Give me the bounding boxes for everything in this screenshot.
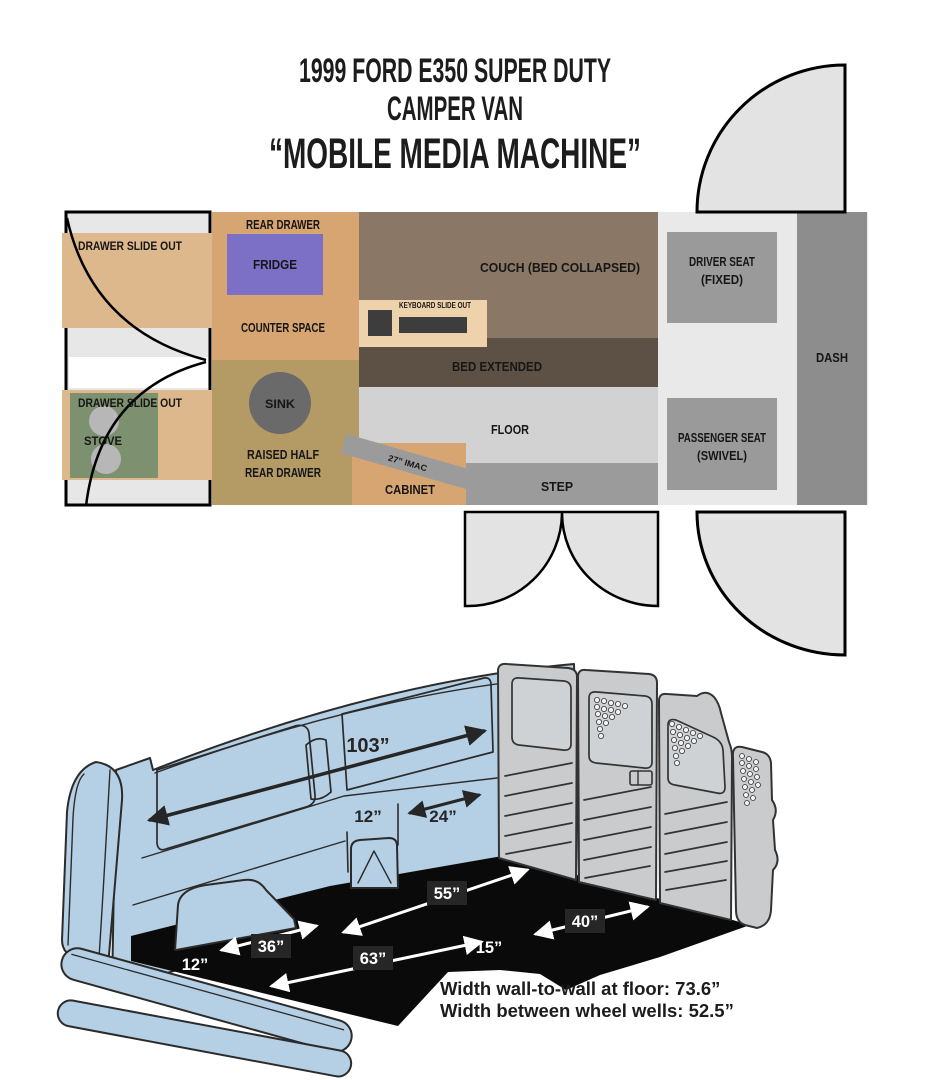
sink	[249, 372, 311, 434]
rear-door-swing-bottom	[84, 360, 207, 507]
panel2-handle	[629, 770, 653, 786]
side-double-door-swing	[463, 510, 660, 608]
dim-36-label: 36”	[258, 938, 285, 956]
bed-extended-label: BED EXTENDED	[452, 359, 542, 374]
panel4-perforations	[739, 753, 761, 806]
panel2-ribs	[583, 786, 652, 879]
fridge	[227, 234, 323, 295]
passenger-door-swing	[695, 510, 847, 657]
stove-burner-1	[89, 406, 119, 436]
panel3-ribs	[664, 801, 728, 891]
driver-seat-label-2: (FIXED)	[701, 273, 743, 287]
sill-rail	[60, 947, 353, 1053]
panel4-body	[731, 745, 779, 929]
rear-pillar-inner-line-1	[67, 773, 85, 946]
dim-55-label: 55”	[434, 885, 461, 903]
dash-label: DASH	[816, 350, 848, 365]
driver-seat-label-1: DRIVER SEAT	[689, 255, 755, 269]
sill-inner-line	[71, 953, 345, 1031]
rear-door-gap	[69, 357, 208, 388]
dim-55-box	[427, 881, 467, 905]
rear-door-swing-top	[65, 217, 207, 362]
dim-12-step-label: 12”	[354, 807, 381, 826]
laptop-block	[368, 310, 392, 336]
panel3-perforations	[669, 721, 704, 767]
passenger-seat-label-1: PASSENGER SEAT	[678, 431, 766, 445]
panel-rear-door	[497, 662, 578, 881]
drawer-slide-out-top	[62, 233, 212, 328]
dim-15-label: 15”	[476, 939, 503, 957]
dash	[797, 212, 867, 505]
raised-half-label-1: RAISED HALF	[247, 447, 319, 462]
title-line-2: CAMPER VAN	[387, 90, 523, 128]
step	[465, 463, 658, 505]
step-label: STEP	[541, 479, 573, 494]
note-wall-to-wall: Width wall-to-wall at floor: 73.6”	[440, 978, 720, 999]
drawer-bottom-label: DRAWER SLIDE OUT	[78, 396, 183, 410]
couch-label: COUCH (BED COLLAPSED)	[480, 260, 640, 275]
arrow-24	[407, 790, 482, 818]
drawer-top-label: DRAWER SLIDE OUT	[78, 239, 183, 253]
floor-dimensions: 55” 40” 36” 63” 15” 12”	[182, 866, 650, 993]
sink-label: SINK	[265, 397, 295, 411]
driver-seat	[667, 232, 777, 323]
driver-door-swing	[695, 63, 847, 214]
rear-pillar-inner-line-2	[98, 769, 111, 959]
keyboard-block	[399, 317, 467, 333]
title-line-1: 1999 FORD E350 SUPER DUTY	[299, 52, 611, 90]
dim-63-label: 63”	[360, 950, 387, 968]
step-arch	[350, 837, 399, 889]
dim-40-box	[565, 909, 605, 933]
panel1-window	[511, 677, 572, 751]
dim-103-label: 103”	[346, 735, 389, 757]
width-notes: Width wall-to-wall at floor: 73.6” Width…	[440, 978, 734, 1021]
panel3-window	[667, 718, 726, 795]
arrow-103	[146, 725, 488, 826]
wall-dimensions: 103” 12” 24”	[146, 725, 488, 826]
dim-24-label: 24”	[429, 807, 456, 826]
ledge-rect	[56, 999, 353, 1078]
rear-drawer-label: REAR DRAWER	[246, 217, 320, 232]
wall-lower-trim-line	[132, 840, 346, 906]
sill-rect	[60, 947, 353, 1053]
lower-ledge	[56, 999, 353, 1078]
front-window-outline	[341, 677, 494, 791]
imac-rect	[340, 433, 476, 491]
keyboard-label: KEYBOARD SLIDE OUT	[399, 301, 471, 310]
cabinet-label: CABINET	[385, 482, 435, 497]
note-wheel-wells: Width between wheel wells: 52.5”	[440, 1000, 734, 1021]
title-line-3: “MOBILE MEDIA MACHINE”	[269, 130, 641, 178]
imac-bar: 27” IMAC	[340, 433, 476, 491]
floor-label: FLOOR	[491, 422, 530, 437]
passenger-seat	[667, 398, 777, 490]
stove-label: STOVE	[84, 434, 122, 448]
fridge-label: FRIDGE	[253, 257, 297, 272]
floor-plan: DRAWER SLIDE OUT DRAWER SLIDE OUT STOVE …	[62, 63, 868, 657]
panel-front-cowl	[731, 745, 779, 929]
van-cutaway: 103” 12” 24” 55” 40” 36” 63” 15” 12” Wid…	[56, 662, 779, 1078]
step-arch-tick-left	[346, 831, 349, 873]
panel-middle-door	[577, 668, 658, 901]
raised-half-label-2: REAR DRAWER	[245, 465, 321, 480]
passenger-seat-label-2: (SWIVEL)	[697, 449, 747, 463]
panel2-perforations	[594, 697, 629, 740]
panel1-ribs	[504, 762, 573, 855]
dim-12-sill-label: 12”	[182, 956, 209, 974]
dim-63-box	[353, 946, 393, 970]
title-block: 1999 FORD E350 SUPER DUTY CAMPER VAN “MO…	[269, 52, 641, 178]
panel-front-door	[658, 691, 733, 921]
counter-space-label: COUNTER SPACE	[241, 320, 325, 335]
dim-40-label: 40”	[572, 913, 599, 931]
